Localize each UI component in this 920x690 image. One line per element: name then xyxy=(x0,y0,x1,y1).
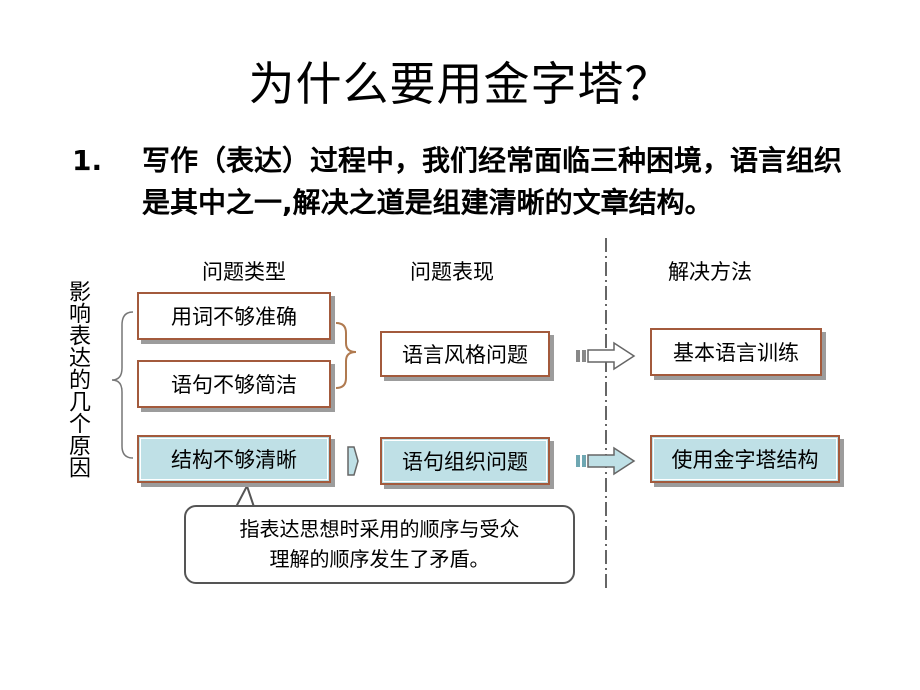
type-label-2: 语句不够简洁 xyxy=(171,373,297,397)
solution-box-1: 基本语言训练 xyxy=(650,328,822,376)
side-label: 影响表达的几个原因 xyxy=(65,280,90,478)
callout-box: 指表达思想时采用的顺序与受众 理解的顺序发生了矛盾。 xyxy=(184,505,575,584)
type-label-3: 结构不够清晰 xyxy=(171,448,297,472)
manifestation-label-2: 语句组织问题 xyxy=(402,450,528,474)
solution-label-2: 使用金字塔结构 xyxy=(671,448,819,472)
header-solution: 解决方法 xyxy=(668,260,752,284)
type-box-1: 用词不够准确 xyxy=(137,292,331,340)
manifestation-label-1: 语言风格问题 xyxy=(402,343,528,367)
manifestation-box-2: 语句组织问题 xyxy=(380,437,550,485)
point-number: 1. xyxy=(72,144,103,177)
point-text: 写作（表达）过程中，我们经常面临三种困境，语言组织是其中之一,解决之道是组建清晰… xyxy=(142,144,843,219)
group-brace-2 xyxy=(347,446,359,476)
solution-box-2: 使用金字塔结构 xyxy=(650,435,840,483)
header-problem-type: 问题类型 xyxy=(202,260,286,284)
manifestation-box-1: 语言风格问题 xyxy=(380,331,550,377)
slide-title: 为什么要用金字塔？ xyxy=(248,57,672,111)
type-box-2: 语句不够简洁 xyxy=(137,360,331,408)
group-brace-1 xyxy=(335,322,357,389)
header-problem-manifestation: 问题表现 xyxy=(410,260,494,284)
left-brace xyxy=(111,311,134,459)
solution-label-1: 基本语言训练 xyxy=(673,341,799,365)
arrow-1 xyxy=(576,341,636,371)
callout-pointer xyxy=(235,483,255,508)
arrow-2 xyxy=(576,446,636,476)
callout-line-2: 理解的顺序发生了矛盾。 xyxy=(269,547,490,571)
type-box-3: 结构不够清晰 xyxy=(137,435,331,483)
type-label-1: 用词不够准确 xyxy=(171,305,297,329)
callout-line-1: 指表达思想时采用的顺序与受众 xyxy=(239,517,520,541)
